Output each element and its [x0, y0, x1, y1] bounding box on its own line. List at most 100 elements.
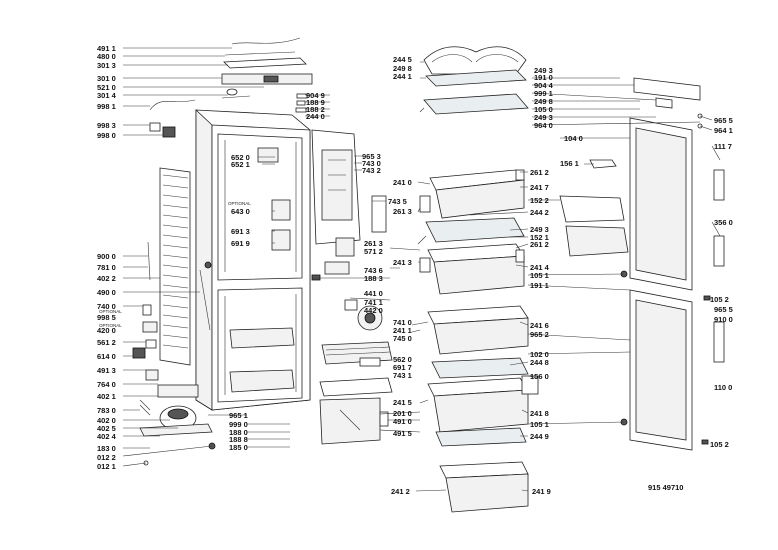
part-label-1880: 188 0	[229, 428, 248, 437]
part-label-4021: 402 1	[97, 392, 116, 401]
freezer-drawer-2	[427, 375, 539, 433]
part-label-4200: 420 0	[97, 326, 116, 335]
part-label-2498: 249 8	[393, 64, 412, 73]
part-label-7431: 743 1	[393, 371, 412, 380]
part-label-9000: 900 0	[97, 252, 116, 261]
part-label-3014: 301 4	[97, 91, 117, 100]
part-label-2414: 241 4	[530, 263, 550, 272]
glass-shelf-2	[423, 93, 529, 115]
part-label-2493c: 249 3	[530, 225, 549, 234]
part-label-1882: 188 2	[306, 105, 325, 114]
part-label-9640: 964 0	[534, 121, 553, 130]
part-label-4420: 442 0	[364, 306, 383, 315]
part-label-1052b: 105 2	[710, 440, 729, 449]
part-label-1051b: 105 1	[530, 420, 549, 429]
part-label-2440: 244 0	[306, 112, 325, 121]
part-label-1883: 188 3	[364, 274, 383, 283]
part-label-2410: 241 0	[393, 178, 412, 187]
part-label-5210: 521 0	[97, 83, 116, 92]
part-label-7411: 741 1	[364, 298, 383, 307]
part-label-0121: 012 1	[97, 462, 116, 471]
part-label-7400: 740 0	[97, 302, 116, 311]
part-label-7830: 783 0	[97, 406, 116, 415]
glass-shelf-top	[425, 69, 527, 87]
part-label-1561: 156 1	[560, 159, 579, 168]
optional-note-2: OPTIONAL	[99, 323, 122, 328]
part-label-2445: 244 5	[393, 55, 412, 64]
part-label-6913: 691 3	[231, 227, 250, 236]
wire-part-998-1	[149, 99, 196, 111]
part-label-1020: 102 0	[530, 350, 549, 359]
part-label-0122: 012 2	[97, 453, 116, 462]
part-label-1521: 152 1	[530, 233, 549, 242]
part-label-9049: 904 9	[306, 91, 325, 100]
part-label-3013: 301 3	[97, 61, 116, 70]
freezer-plate	[431, 357, 529, 379]
part-label-7810: 781 0	[97, 263, 116, 272]
part-label-2612: 261 2	[530, 168, 549, 177]
part-label-9044: 904 4	[534, 81, 554, 90]
light-bulb-parts	[221, 88, 251, 99]
part-label-2418: 241 8	[530, 409, 549, 418]
part-label-4915: 491 5	[393, 429, 412, 438]
hinge-small-parts	[295, 93, 308, 113]
small-left-parts	[132, 241, 212, 381]
part-label-9983: 998 3	[97, 121, 116, 130]
part-label-9980: 998 0	[97, 131, 116, 140]
door-liner-panel	[311, 129, 387, 281]
part-label-4025: 402 5	[97, 424, 116, 433]
evaporator	[321, 341, 393, 365]
part-label-7435: 743 5	[388, 197, 407, 206]
part-label-2415: 241 5	[393, 398, 412, 407]
drip-tray-parts	[319, 357, 393, 445]
part-label-1850: 185 0	[229, 443, 248, 452]
part-label-2493b: 249 3	[534, 113, 553, 122]
part-label-2416: 241 6	[530, 321, 549, 330]
part-label-1830: 183 0	[97, 444, 116, 453]
part-label-6919: 691 9	[231, 239, 250, 248]
part-label-9641: 964 1	[714, 126, 733, 135]
part-label-1052: 105 2	[710, 295, 729, 304]
dairy-box-1	[419, 169, 525, 219]
door-top-cover	[633, 77, 701, 101]
part-label-6521: 652 1	[231, 160, 250, 169]
condenser-coil	[159, 167, 191, 366]
part-label-2449: 244 9	[530, 432, 549, 441]
refrigerator-cabinet	[195, 109, 311, 411]
glass-shelf-3	[425, 217, 525, 243]
part-label-6520: 652 0	[231, 153, 250, 162]
optional-note-3: OPTIONAL	[228, 201, 251, 206]
part-label-4410: 441 0	[364, 289, 383, 298]
part-label-2613b: 261 3	[364, 239, 383, 248]
part-label-9985: 998 5	[97, 313, 116, 322]
door-balcony-1	[559, 159, 629, 257]
part-label-4910: 491 0	[393, 417, 412, 426]
part-label-1522: 152 2	[530, 196, 549, 205]
part-label-9991: 999 1	[534, 89, 553, 98]
part-label-9655b: 965 5	[714, 305, 733, 314]
part-label-9100: 910 0	[714, 315, 733, 324]
part-label-9655: 965 5	[714, 116, 733, 125]
top-cable-part	[224, 37, 301, 56]
part-label-1051: 105 1	[530, 271, 549, 280]
top-cover-part	[223, 57, 307, 69]
control-panel-part	[221, 73, 313, 85]
part-label-4913: 491 3	[97, 366, 116, 375]
freezer-drawer-3	[439, 461, 529, 513]
part-label-7436: 743 6	[364, 266, 383, 275]
part-label-3010: 301 0	[97, 74, 116, 83]
part-label-9653: 965 3	[362, 152, 381, 161]
part-label-5612: 561 2	[97, 338, 116, 347]
door-handle-cover	[655, 97, 673, 109]
part-label-2498b: 249 8	[534, 97, 553, 106]
part-label-7450: 745 0	[393, 334, 412, 343]
freezer-drawer-1	[427, 305, 529, 355]
part-label-2413: 241 3	[393, 258, 412, 267]
fridge-door	[629, 117, 725, 291]
part-label-9652: 965 2	[530, 330, 549, 339]
compressor-assembly	[139, 384, 216, 466]
bracket-part-998	[149, 122, 176, 138]
part-label-4020: 402 0	[97, 416, 116, 425]
